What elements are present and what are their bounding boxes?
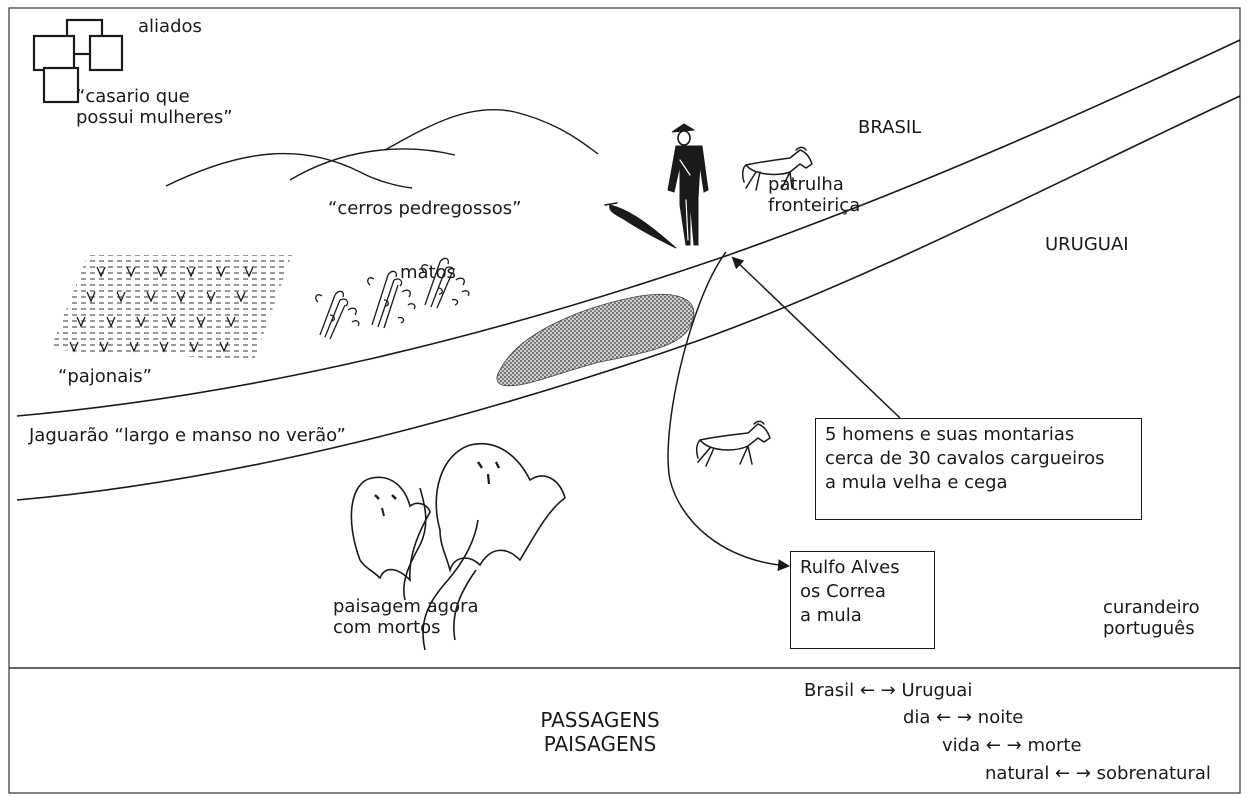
label-paisagem-line-2: com mortos	[333, 617, 441, 638]
footer-pair-dia-noite: dia ← → noite	[903, 707, 1024, 728]
bushes-icon	[315, 257, 470, 340]
ghost-icon	[350, 442, 566, 651]
footer-title-line-2: PAISAGENS	[543, 732, 657, 756]
box-homens-line-3: a mula velha e cega	[825, 472, 1008, 493]
footer-pair-natural-sobrenatural: natural ← → sobrenatural	[985, 763, 1211, 784]
box-rulfo-line-3: a mula	[800, 605, 862, 626]
hills-icon	[165, 108, 599, 189]
label-cerros: “cerros pedregossos”	[328, 198, 522, 219]
footer-pair-brasil-uruguai: Brasil ← → Uruguai	[804, 680, 973, 701]
horse-icon	[695, 420, 771, 467]
label-patrulha: patrulha fronteiriça	[768, 174, 860, 216]
label-matos: matos	[400, 262, 457, 283]
grass-field-icon	[50, 255, 292, 360]
river-bank-south	[16, 95, 1241, 501]
label-curandeiro: curandeiro português	[1103, 597, 1200, 639]
label-uruguai: URUGUAI	[1045, 234, 1129, 255]
soldier-icon	[604, 123, 709, 249]
label-curandeiro-line-1: curandeiro	[1103, 597, 1200, 618]
dark-patch-icon	[496, 293, 694, 387]
box-homens: 5 homens e suas montarias cerca de 30 ca…	[815, 418, 1142, 520]
frame-border	[8, 7, 1241, 794]
footer-pair-vida-morte: vida ← → morte	[942, 735, 1082, 756]
label-pajonais: “pajonais”	[58, 366, 152, 387]
label-patrulha-line-2: fronteiriça	[768, 195, 861, 216]
footer-title-line-1: PASSAGENS	[540, 708, 660, 732]
label-paisagem-line-1: paisagem agora	[333, 596, 479, 617]
houses-icon	[32, 18, 124, 104]
box-homens-line-1: 5 homens e suas montarias	[825, 424, 1075, 445]
label-aliados: aliados	[138, 16, 202, 37]
label-paisagem: paisagem agora com mortos	[333, 596, 479, 638]
box-homens-line-2: cerca de 30 cavalos cargueiros	[825, 448, 1105, 469]
river-bank-north	[16, 39, 1241, 417]
label-casario-line-2: possui mulheres”	[76, 107, 233, 128]
arrow-to-rulfo	[667, 251, 790, 572]
label-jaguarao: Jaguarão “largo e manso no verão”	[29, 425, 346, 446]
arrow-to-crossing	[731, 256, 901, 419]
box-rulfo: Rulfo Alves os Correa a mula	[790, 551, 935, 649]
label-brasil: BRASIL	[858, 117, 922, 138]
label-casario: “casario que possui mulheres”	[76, 86, 233, 128]
footer-title: PASSAGENS PAISAGENS	[520, 708, 680, 756]
label-casario-line-1: “casario que	[76, 86, 190, 107]
label-patrulha-line-1: patrulha	[768, 174, 844, 195]
label-curandeiro-line-2: português	[1103, 618, 1195, 639]
box-rulfo-line-2: os Correa	[800, 581, 886, 602]
horse-icon	[741, 146, 813, 191]
box-rulfo-line-1: Rulfo Alves	[800, 557, 900, 578]
